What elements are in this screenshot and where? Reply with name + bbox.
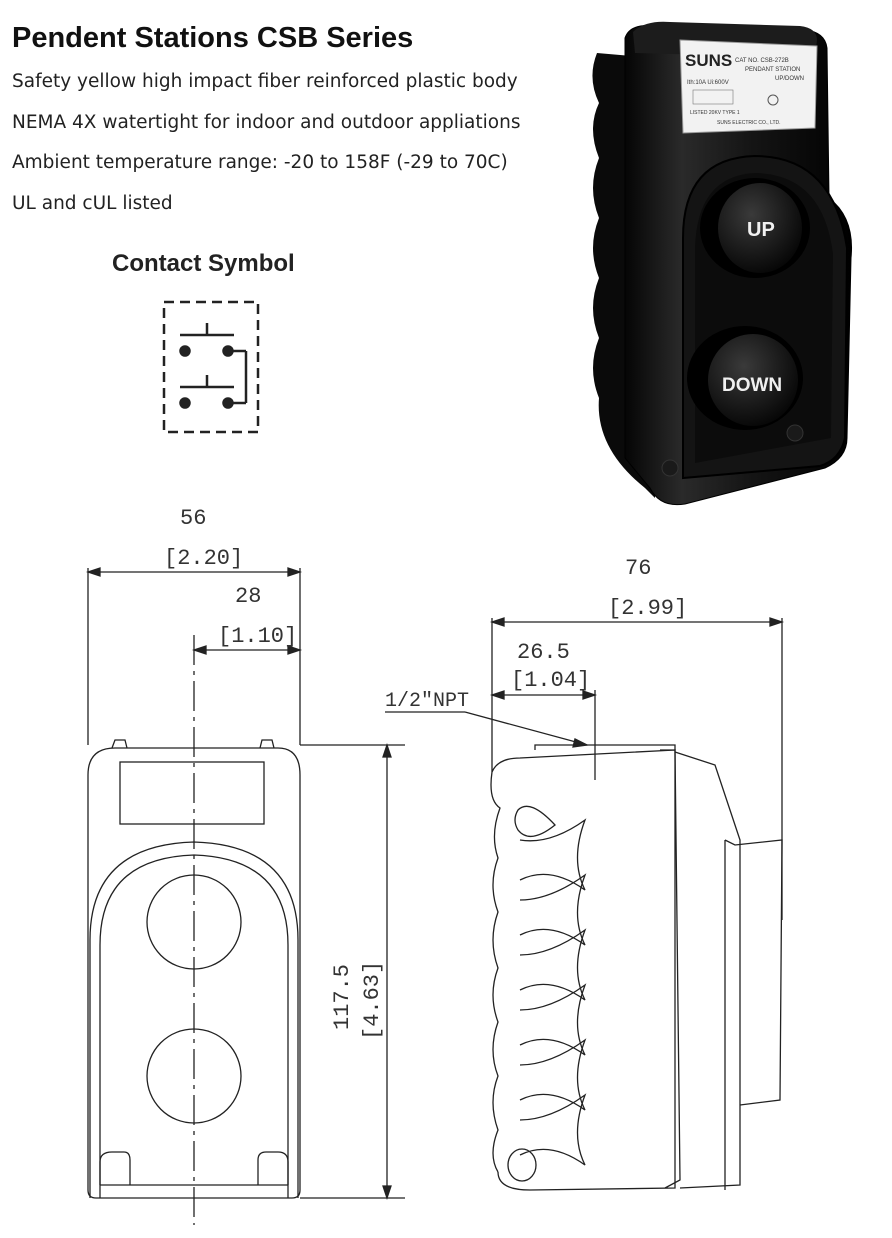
photo-label-line: PENDANT STATION: [745, 67, 800, 73]
photo-brand: SUNS: [685, 51, 732, 70]
height-mm: 117.5: [330, 964, 355, 1030]
depth-mm: 76: [625, 556, 651, 581]
offset-in: [1.04]: [511, 668, 590, 693]
spec-item: Safety yellow high impact fiber reinforc…: [12, 71, 518, 92]
front-view-drawing: 56 [2.20] 28 [1.10] 117.5 [4.63]: [85, 506, 405, 1225]
thread-label: 1/2″NPT: [385, 690, 469, 713]
depth-in: [2.99]: [608, 596, 687, 621]
half-width-mm: 28: [235, 584, 261, 609]
offset-mm: 26.5: [517, 640, 570, 665]
contact-symbol-title: Contact Symbol: [112, 250, 295, 277]
photo-label-line: LISTED 20KV TYPE 1: [690, 110, 740, 116]
width-mm: 56: [180, 506, 206, 531]
page-title: Pendent Stations CSB Series: [12, 22, 414, 54]
photo-label-line: CAT NO. CSB-272B: [735, 58, 789, 64]
contact-symbol-diagram: [162, 300, 260, 434]
photo-label-line: UP/DOWN: [775, 76, 804, 82]
width-in: [2.20]: [164, 546, 243, 571]
photo-label-line: SUNS ELECTRIC CO., LTD.: [717, 120, 781, 126]
spec-item: UL and cUL listed: [12, 192, 173, 214]
button-down-label: DOWN: [722, 375, 782, 396]
side-view-drawing: 76 [2.99] 26.5 [1.04] 1/2″NPT: [385, 556, 785, 1191]
spec-item: NEMA 4X watertight for indoor and outdoo…: [12, 111, 521, 133]
half-width-in: [1.10]: [218, 624, 297, 649]
height-in: [4.63]: [360, 961, 385, 1040]
button-up-label: UP: [747, 219, 775, 241]
spec-list: Safety yellow high impact fiber reinforc…: [12, 68, 520, 230]
product-photo: SUNS CAT NO. CSB-272B PENDANT STATION UP…: [592, 21, 853, 506]
photo-label-line: Ith:10A Ui:600V: [687, 80, 729, 86]
spec-item: Ambient temperature range: -20 to 158F (…: [12, 152, 508, 173]
